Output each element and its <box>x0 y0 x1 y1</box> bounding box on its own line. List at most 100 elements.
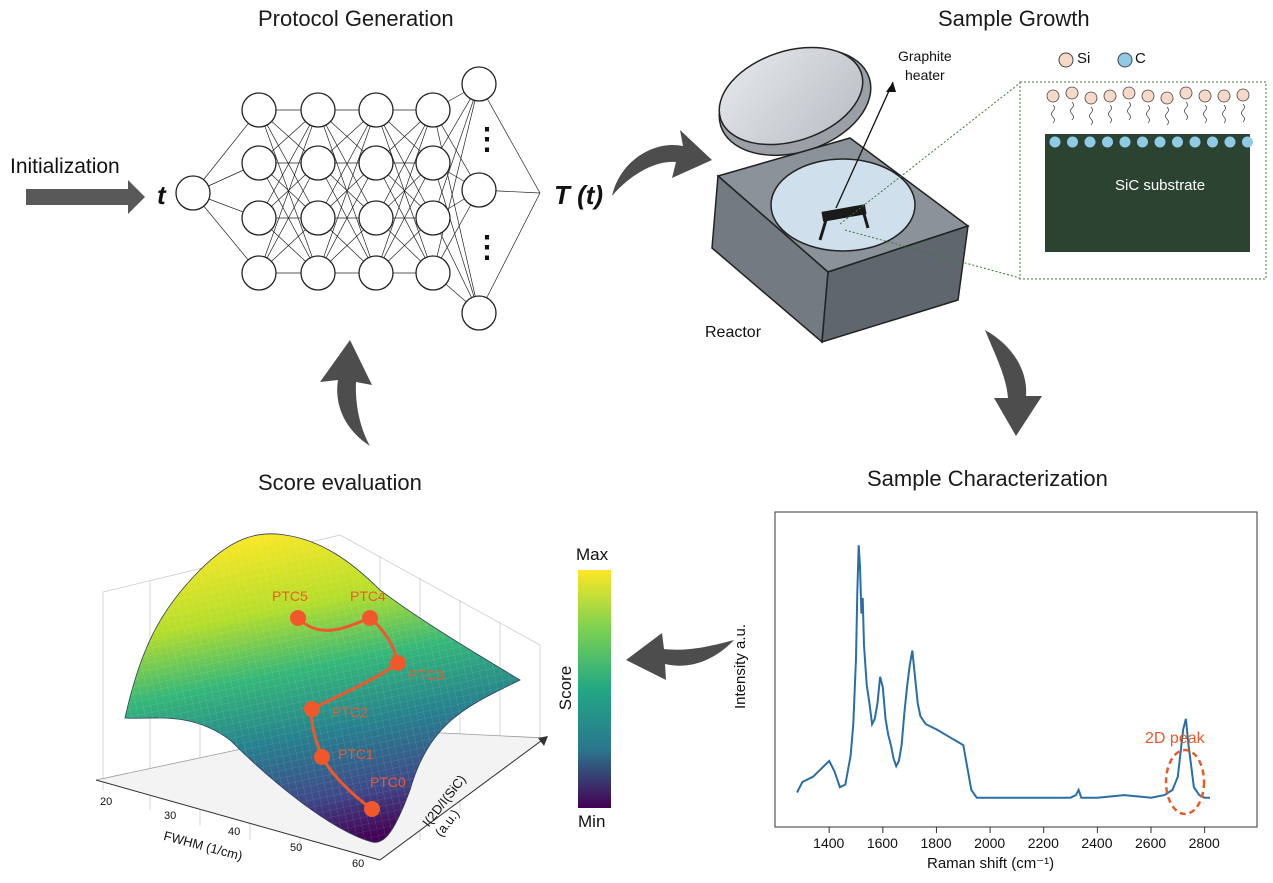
silicon-desorption-trail <box>1070 101 1074 121</box>
raman-x-label: Raman shift (cm⁻¹) <box>927 855 1055 872</box>
raman-plot-frame <box>774 511 1258 828</box>
substrate-inset <box>1019 52 1267 280</box>
raman-x-tick-label: 1600 <box>866 835 898 851</box>
point-label-ptc0: PTC0 <box>370 774 406 790</box>
raman-x-tick-label: 2400 <box>1081 835 1113 851</box>
silicon-atom <box>1179 86 1193 100</box>
input-label: t <box>157 180 166 210</box>
score-surface-plot <box>95 533 548 861</box>
carbon-atom <box>1067 136 1078 148</box>
network-node <box>241 255 277 291</box>
silicon-desorption-trail <box>1165 106 1169 126</box>
fwhm-tick-label: 30 <box>164 810 177 822</box>
carbon-atom <box>1189 136 1201 148</box>
network-node <box>358 255 394 291</box>
point-label-ptc2: PTC2 <box>332 704 368 720</box>
network-node <box>358 92 394 128</box>
network-node <box>415 200 451 236</box>
reactor-label: Reactor <box>705 324 762 341</box>
carbon-atom <box>1154 136 1166 148</box>
fwhm-tick-label: 40 <box>228 826 241 838</box>
network-node <box>175 175 211 211</box>
silicon-atom <box>1141 89 1155 103</box>
silicon-atom <box>1084 91 1098 105</box>
output-label: T (t) <box>554 180 604 210</box>
carbon-atom <box>1172 136 1183 148</box>
silicon-atom <box>1160 91 1174 105</box>
legend-si-marker <box>1058 52 1074 68</box>
silicon-atom <box>1103 89 1117 103</box>
raman-x-ticks <box>828 827 1206 833</box>
point-label-ptc1: PTC1 <box>338 746 374 762</box>
silicon-desorption-trail <box>1241 103 1245 123</box>
silicon-atom <box>1046 89 1060 103</box>
raman-x-tick-label: 1400 <box>813 835 845 851</box>
network-node <box>461 295 497 331</box>
2d-peak-label: 2D peak <box>1145 730 1205 747</box>
arrow-to-characterization <box>985 330 1042 436</box>
carbon-atom <box>1224 136 1236 148</box>
substrate-label: SiC substrate <box>1115 177 1206 194</box>
silicon-desorption-trail <box>1203 104 1207 124</box>
carbon-atom <box>1137 136 1148 148</box>
silicon-desorption-trail <box>1146 104 1150 124</box>
network-node <box>241 92 277 128</box>
network-node <box>415 92 451 128</box>
carbon-atom <box>1207 136 1218 148</box>
silicon-desorption-trail <box>1051 104 1055 124</box>
score-colorbar <box>578 570 611 808</box>
colorbar-min-label: Min <box>578 812 606 831</box>
colorbar-max-label: Max <box>576 545 609 564</box>
network-node <box>461 66 497 102</box>
silicon-atom <box>1198 89 1212 103</box>
network-node <box>358 145 394 181</box>
point-label-ptc3: PTC3 <box>408 667 444 683</box>
silicon-atom <box>1236 88 1250 102</box>
silicon-desorption-trail <box>1184 101 1188 121</box>
carbon-atom <box>1049 136 1061 148</box>
colorbar-title: Score <box>556 665 576 711</box>
point-label-ptc4: PTC4 <box>350 588 386 604</box>
silicon-atom <box>1217 89 1231 103</box>
network-node <box>241 145 277 181</box>
raman-y-label: Intensity a.u. <box>732 623 750 710</box>
network-node <box>241 200 277 236</box>
network-nodes <box>175 66 497 331</box>
fwhm-tick-label: 20 <box>100 796 113 808</box>
sample-growth-title: Sample Growth <box>938 6 1090 31</box>
fwhm-tick-label: 60 <box>352 858 365 870</box>
sample-characterization-title: Sample Characterization <box>867 466 1108 491</box>
silicon-desorption-trail <box>1127 101 1131 121</box>
ellipsis-upper: ⋮ <box>472 123 502 156</box>
raman-spectrum-line <box>796 545 1210 799</box>
arrow-to-growth <box>612 130 712 196</box>
score-evaluation-title: Score evaluation <box>258 470 422 495</box>
legend-c-marker <box>1117 52 1133 68</box>
raman-x-tick-label: 2200 <box>1027 835 1059 851</box>
reactor-illustration <box>711 46 1021 344</box>
network-node <box>415 145 451 181</box>
silicon-atom <box>1122 86 1136 100</box>
graphite-heater-label: Graphite heater <box>898 48 952 83</box>
silicon-desorption-trail <box>1222 104 1226 124</box>
network-node <box>461 172 497 208</box>
legend-c-label: C <box>1135 50 1146 67</box>
network-node <box>300 92 336 128</box>
network-node <box>358 200 394 236</box>
arrow-to-score <box>626 633 734 680</box>
raman-x-tick-label: 2000 <box>974 835 1006 851</box>
fwhm-tick-label: 50 <box>290 842 303 854</box>
network-node <box>300 255 336 291</box>
arrow-to-protocol <box>320 340 372 446</box>
protocol-generation-title: Protocol Generation <box>258 6 454 31</box>
2d-peak-marker <box>1164 748 1206 816</box>
initialization-label: Initialization <box>10 155 120 178</box>
network-node <box>300 200 336 236</box>
legend-si-label: Si <box>1077 50 1091 67</box>
silicon-desorption-trail <box>1089 106 1093 126</box>
network-node <box>415 255 451 291</box>
initialization-arrow <box>26 180 145 214</box>
carbon-atom <box>1242 136 1253 148</box>
carbon-atom <box>1102 136 1113 148</box>
